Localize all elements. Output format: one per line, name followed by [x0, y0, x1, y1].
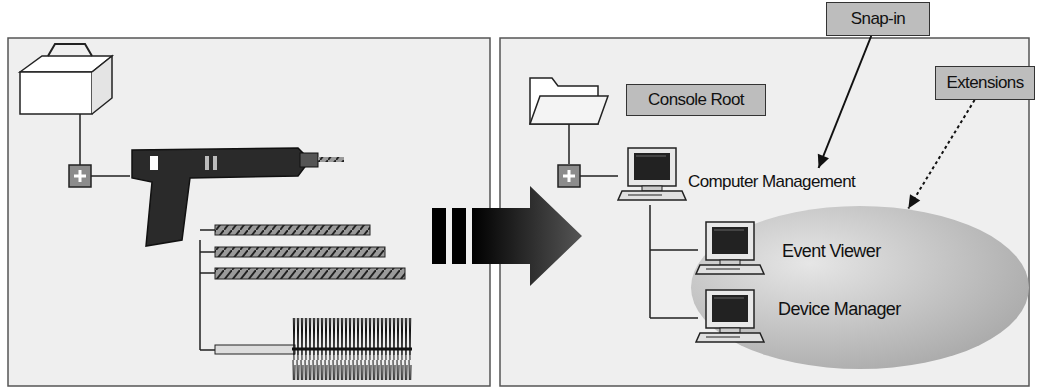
label-box: Console Root	[626, 84, 766, 116]
node-text: Event Viewer	[782, 241, 881, 262]
tree-line	[569, 124, 698, 318]
oval-shape	[691, 206, 1029, 369]
drill-bit	[318, 157, 344, 162]
toolbox-side	[92, 56, 112, 114]
node-text: Computer Management	[688, 172, 855, 192]
arrow-head	[818, 154, 829, 168]
callout-box: Extensions	[935, 66, 1035, 100]
leader-arrow	[818, 36, 871, 168]
node-text: Snap-in	[851, 9, 905, 29]
callout-box: Snap-in	[826, 2, 930, 36]
drill-bit	[215, 225, 370, 235]
dashed-leader-arrow	[908, 100, 974, 208]
computer-icon	[696, 290, 764, 342]
expand-box	[69, 165, 91, 187]
drill-bit	[215, 268, 405, 279]
drill-vent	[205, 156, 209, 170]
toolbox-icon	[20, 44, 112, 114]
drill-chuck	[300, 153, 318, 167]
transition-arrow	[432, 186, 582, 286]
expand-box	[558, 165, 580, 187]
arrow-head	[908, 194, 920, 208]
wire-brush	[215, 318, 412, 380]
drill-vent	[213, 156, 217, 170]
node-text: Extensions	[946, 73, 1023, 93]
toolbox-handle	[48, 44, 92, 56]
folder-front	[530, 96, 608, 124]
leader-line	[908, 100, 974, 208]
arrow-bar	[452, 208, 466, 264]
leader-line	[819, 36, 872, 168]
drill-bit	[215, 247, 385, 257]
node-text: Device Manager	[778, 299, 901, 320]
drill-vent	[150, 156, 158, 170]
arrow-bar	[432, 208, 446, 264]
brush-handle	[215, 345, 295, 354]
arrow-shape	[472, 186, 582, 286]
oval-outline	[690, 205, 1030, 370]
folder-icon	[530, 78, 608, 124]
left-panel	[8, 38, 490, 386]
tree-line	[200, 230, 215, 350]
computer-icon	[696, 222, 764, 274]
right-panel	[500, 38, 1029, 386]
snap-in-label: Computer Management	[688, 168, 938, 196]
node-text: Console Root	[648, 90, 744, 110]
brush-core	[292, 348, 412, 351]
extension-oval: Event ViewerDevice Manager	[690, 205, 1030, 370]
computer-icon	[618, 148, 686, 200]
brush-bristles	[292, 318, 412, 380]
toolbox-body	[20, 72, 92, 114]
